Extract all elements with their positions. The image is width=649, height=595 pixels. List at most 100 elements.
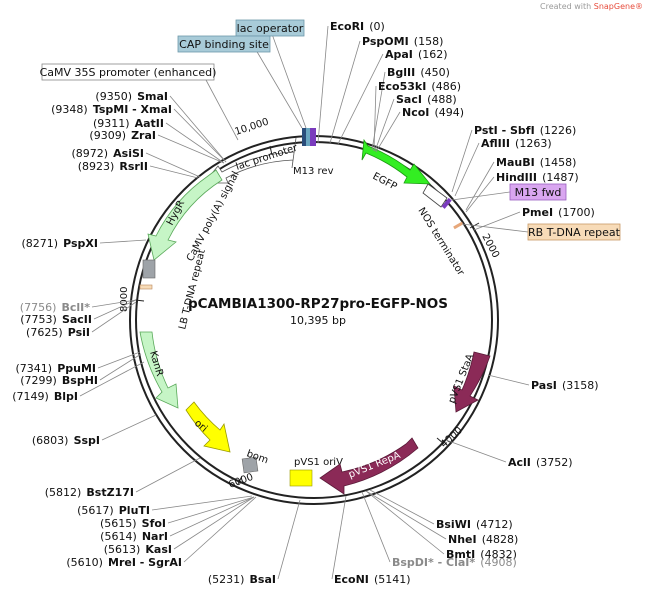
hygr-arrow[interactable] (147, 169, 223, 261)
lac-operator-marker[interactable] (306, 128, 310, 146)
restriction-site[interactable]: AclI (3752) (445, 439, 573, 470)
restriction-site[interactable]: (5613) KasI (104, 496, 255, 557)
site-name: Eco53kI (378, 80, 426, 93)
restriction-site[interactable]: PasI (3158) (487, 374, 599, 393)
site-name: RsrII (119, 160, 148, 173)
restriction-site[interactable]: (6803) SspI (32, 414, 157, 448)
site-position: (1226) (540, 124, 577, 137)
site-position: (4712) (476, 518, 513, 531)
site-label: BmtI (4832) (446, 543, 517, 562)
restriction-site[interactable]: (9311) AatII (93, 112, 225, 164)
site-position: (7149) (12, 390, 49, 403)
restriction-site[interactable]: MauBI (1458) (465, 151, 577, 211)
restriction-site[interactable]: SacI (488) (374, 88, 457, 152)
site-position: (1458) (540, 156, 577, 169)
restriction-site[interactable]: EcoNI (5141) (331, 495, 411, 587)
restriction-site[interactable]: (5610) MreI - SgrAI (66, 496, 257, 570)
restriction-site[interactable]: (8972) AsiSI (71, 142, 201, 178)
restriction-site[interactable]: (5812) BstZ17I (45, 457, 201, 500)
restriction-site[interactable]: BglII (450) (371, 61, 450, 151)
restriction-site[interactable]: Eco53kI (486) (373, 75, 461, 152)
lb-tdna-marker[interactable] (139, 284, 153, 290)
site-label: (5614) NarI (100, 525, 168, 544)
restriction-site[interactable]: ApaI (162) (337, 43, 448, 145)
site-name: BsiWI (436, 518, 471, 531)
restriction-site[interactable]: (7756) BclI* (20, 296, 137, 315)
restriction-site[interactable]: (9309) ZraI (89, 124, 225, 164)
site-position: (8923) (78, 160, 115, 173)
restriction-site[interactable]: PspOMI (158) (329, 30, 443, 144)
restriction-site[interactable]: BsiWI (4712) (369, 489, 513, 532)
camv35s-callout[interactable]: CaMV 35S promoter (enhanced) (40, 63, 239, 141)
site-name: PspXI (63, 237, 98, 250)
site-label: Eco53kI (486) (378, 75, 461, 94)
site-name: PpuMI (57, 362, 96, 375)
site-position: (1700) (558, 206, 595, 219)
restriction-site[interactable]: (7625) PsiI (26, 301, 137, 340)
m13-fwd-marker[interactable] (441, 197, 452, 209)
site-position: (494) (434, 106, 464, 119)
tick-label-10000: 10,000 (234, 117, 271, 138)
cap-binding-marker[interactable] (302, 128, 306, 146)
restriction-site[interactable]: (5614) NarI (100, 496, 255, 544)
site-name: HindIII (496, 171, 537, 184)
restriction-site[interactable]: (5231) BsaI (208, 499, 301, 587)
egfp-arrow[interactable] (361, 138, 431, 185)
bom-marker[interactable] (241, 456, 259, 474)
site-label: PmeI (1700) (522, 201, 595, 220)
site-name: ZraI (131, 129, 156, 142)
restriction-site[interactable]: AflIII (1263) (454, 132, 552, 197)
site-label: SacI (488) (396, 88, 457, 107)
cap-binding-callout[interactable]: CAP binding site (177, 35, 303, 129)
restriction-site[interactable]: BmtI (4832) (365, 490, 517, 562)
rb-tdna-callout[interactable]: RB T-DNA repeat (461, 223, 621, 241)
restriction-site[interactable]: NheI (4828) (365, 490, 518, 547)
site-position: (6803) (32, 434, 69, 447)
site-label: PasI (3158) (531, 374, 599, 393)
site-label: (8271) PspXI (21, 232, 98, 251)
lac-operator-callout[interactable]: lac operator (235, 19, 307, 129)
restriction-site[interactable]: BspDI* - ClaI* (4908) (361, 491, 517, 570)
restriction-site[interactable]: NcoI (494) (375, 101, 464, 153)
site-label: (5812) BstZ17I (45, 481, 134, 500)
nos-terminator-box[interactable] (422, 183, 448, 208)
camv-polya-marker[interactable] (142, 259, 156, 279)
site-name: NcoI (402, 106, 429, 119)
plasmid-name: pCAMBIA1300-RP27pro-EGFP-NOS (188, 296, 448, 312)
site-name: BmtI (446, 548, 475, 561)
site-name: NheI (448, 533, 477, 546)
restriction-site[interactable]: (8923) RsrII (78, 155, 199, 179)
restriction-site[interactable]: (7341) PpuMI (16, 351, 141, 376)
site-label: (9309) ZraI (89, 124, 156, 143)
kanr-arrow[interactable] (139, 331, 179, 409)
restriction-site[interactable]: (9350) SmaI (95, 85, 227, 163)
m13-rev-marker[interactable] (310, 128, 316, 146)
site-name: SspI (74, 434, 100, 447)
ori-arrow[interactable] (185, 401, 231, 453)
rb-tdna-marker[interactable] (453, 221, 464, 230)
restriction-site[interactable]: (7149) BlpI (12, 361, 145, 404)
site-label: EcoRI (0) (330, 15, 385, 34)
restriction-site[interactable]: PmeI (1700) (473, 201, 595, 231)
restriction-site[interactable]: (7753) SacII (20, 299, 137, 327)
restriction-site[interactable]: (5617) PluTI (77, 495, 253, 518)
restriction-site[interactable]: (5615) SfoI (100, 496, 255, 531)
site-label: HindIII (1487) (496, 166, 579, 185)
restriction-site[interactable]: (8271) PspXI (21, 232, 147, 251)
site-label: AflIII (1263) (481, 132, 552, 151)
restriction-site[interactable]: (9348) TspMI - XmaI (51, 98, 227, 163)
site-name: MauBI (496, 156, 535, 169)
site-name: BlpI (54, 390, 78, 403)
restriction-site[interactable]: EcoRI (0) (317, 15, 385, 144)
restriction-site[interactable]: PstI - SbfI (1226) (451, 119, 577, 193)
restriction-site[interactable]: HindIII (1487) (465, 166, 579, 213)
pvs1-repa-arrow[interactable] (319, 437, 419, 495)
site-name: BstZ17I (86, 486, 134, 499)
site-name: EcoNI (334, 573, 369, 586)
pvs1-oriv-marker[interactable] (289, 469, 313, 487)
pvs1-staa-arrow[interactable] (453, 351, 491, 413)
site-position: (7299) (20, 374, 57, 387)
m13-fwd-callout[interactable]: M13 fwd (451, 183, 567, 201)
restriction-site[interactable]: (7299) BspHI (20, 353, 142, 388)
site-name: BclI* (61, 301, 90, 314)
